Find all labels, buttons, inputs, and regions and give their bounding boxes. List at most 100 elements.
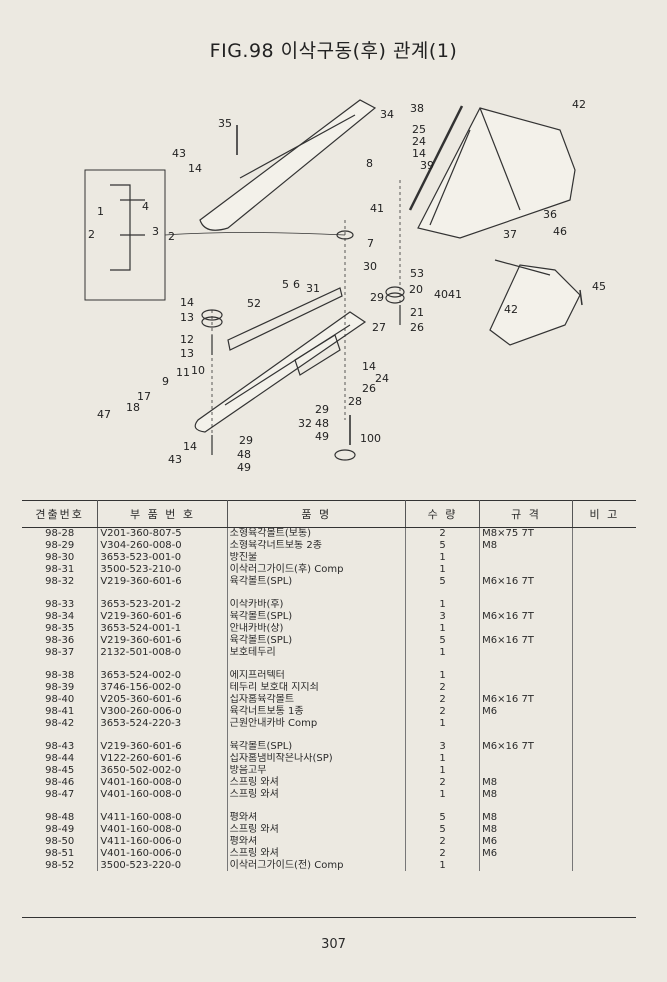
svg-text:37: 37 bbox=[503, 228, 517, 241]
svg-text:4: 4 bbox=[142, 200, 149, 213]
svg-text:38: 38 bbox=[410, 102, 424, 115]
upper-guide-rail bbox=[199, 99, 377, 231]
svg-text:11: 11 bbox=[176, 366, 190, 379]
cell-spec bbox=[479, 752, 573, 765]
svg-text:43: 43 bbox=[168, 453, 182, 466]
cell-quantity: 2 bbox=[405, 847, 481, 860]
svg-text:100: 100 bbox=[360, 432, 381, 445]
cell-quantity: 1 bbox=[405, 563, 481, 576]
cell-remarks bbox=[572, 611, 636, 623]
cell-part-name: 평와셔 bbox=[227, 811, 406, 824]
cell-remarks bbox=[572, 682, 636, 694]
cell-remarks bbox=[572, 623, 636, 635]
svg-text:5: 5 bbox=[282, 278, 289, 291]
cell-part-number: 3653-524-220-3 bbox=[97, 717, 228, 729]
cell-spec: M8 bbox=[479, 539, 573, 552]
cell-spec bbox=[479, 859, 573, 871]
svg-text:2: 2 bbox=[88, 228, 95, 241]
cell-remarks bbox=[572, 599, 636, 611]
cell-part-ref: 98-36 bbox=[22, 634, 99, 647]
cell-part-name: 평와셔 bbox=[227, 835, 406, 848]
svg-text:21: 21 bbox=[410, 306, 424, 319]
cell-part-name: 방진물 bbox=[227, 551, 406, 564]
cell-part-number: V401-160-006-0 bbox=[97, 847, 228, 860]
svg-text:26: 26 bbox=[362, 382, 376, 395]
cell-part-name: 이삭러그가이드(후) Comp bbox=[227, 563, 406, 576]
cell-remarks bbox=[572, 824, 636, 836]
diagram-svg: 38 42 35 34 25 24 14 39 43 14 8 41 36 37… bbox=[84, 98, 606, 474]
cell-spec: M6 bbox=[479, 847, 573, 860]
svg-text:53: 53 bbox=[410, 267, 424, 280]
cell-part-ref: 98-46 bbox=[22, 776, 99, 789]
cell-part-ref: 98-44 bbox=[22, 752, 99, 765]
svg-text:3: 3 bbox=[152, 225, 159, 238]
svg-text:17: 17 bbox=[137, 390, 151, 403]
cell-part-number: V411-160-008-0 bbox=[97, 811, 228, 824]
cell-remarks bbox=[572, 528, 636, 540]
cell-part-number: V304-260-008-0 bbox=[97, 539, 228, 552]
cell-part-name: 육각너트보통 1종 bbox=[227, 705, 406, 718]
svg-text:35: 35 bbox=[218, 117, 232, 130]
cell-quantity: 2 bbox=[405, 527, 481, 540]
cell-quantity: 2 bbox=[405, 835, 481, 848]
cell-part-number: 3650-502-002-0 bbox=[97, 764, 228, 777]
cell-quantity: 1 bbox=[405, 764, 481, 777]
cell-part-ref: 98-37 bbox=[22, 646, 99, 658]
table-header-row: 견출번호 부 품 번 호 품 명 수 량 규 격 비 고 bbox=[22, 500, 636, 528]
cell-part-ref: 98-49 bbox=[22, 823, 99, 836]
svg-text:32: 32 bbox=[298, 417, 312, 430]
cell-part-number: 3746-156-002-0 bbox=[97, 681, 228, 694]
cell-spec: M8 bbox=[479, 823, 573, 836]
cell-part-name: 테두리 보호대 지지쇠 bbox=[227, 681, 406, 694]
cell-part-name: 이삭카바(후) bbox=[227, 598, 406, 611]
cell-quantity: 3 bbox=[405, 740, 481, 753]
cell-spec: M8 bbox=[479, 811, 573, 824]
svg-text:41: 41 bbox=[448, 288, 462, 301]
cell-spec: M8×75 7T bbox=[479, 527, 573, 540]
page-title: FIG.98 이삭구동(후) 관계(1) bbox=[209, 40, 458, 62]
cell-spec: M8 bbox=[479, 776, 573, 789]
svg-text:42: 42 bbox=[504, 303, 518, 316]
svg-text:14: 14 bbox=[183, 440, 197, 453]
svg-text:14: 14 bbox=[412, 147, 426, 160]
col-header-spec: 규 격 bbox=[479, 500, 573, 528]
col-header-no: 견출번호 bbox=[22, 500, 99, 528]
col-header-remarks: 비 고 bbox=[572, 500, 636, 528]
cell-part-ref: 98-51 bbox=[22, 847, 99, 860]
exploded-parts-diagram: 38 42 35 34 25 24 14 39 43 14 8 41 36 37… bbox=[0, 60, 667, 490]
cell-quantity: 2 bbox=[405, 705, 481, 718]
cell-spec bbox=[479, 598, 573, 611]
cell-quantity: 3 bbox=[405, 610, 481, 623]
svg-text:29: 29 bbox=[370, 291, 384, 304]
svg-text:20: 20 bbox=[409, 283, 423, 296]
svg-text:46: 46 bbox=[553, 225, 567, 238]
svg-text:41: 41 bbox=[370, 202, 384, 215]
cell-remarks bbox=[572, 646, 636, 658]
svg-text:13: 13 bbox=[180, 311, 194, 324]
cell-part-name: 방음고무 bbox=[227, 764, 406, 777]
cell-spec: M6×16 7T bbox=[479, 693, 573, 706]
cell-part-ref: 98-34 bbox=[22, 610, 99, 623]
col-header-name: 품 명 bbox=[227, 500, 406, 528]
cell-part-ref: 98-48 bbox=[22, 811, 99, 824]
svg-text:34: 34 bbox=[380, 108, 394, 121]
svg-text:24: 24 bbox=[412, 135, 426, 148]
cell-remarks bbox=[572, 634, 636, 646]
page-number: 307 bbox=[321, 937, 346, 952]
cell-part-name: 육각볼트(SPL) bbox=[227, 610, 406, 623]
cell-part-ref: 98-45 bbox=[22, 764, 99, 777]
svg-text:43: 43 bbox=[172, 147, 186, 160]
cell-part-ref: 98-38 bbox=[22, 669, 99, 682]
cell-part-number: V201-360-807-5 bbox=[97, 527, 228, 540]
cell-remarks bbox=[572, 575, 636, 587]
cell-spec bbox=[479, 646, 573, 658]
